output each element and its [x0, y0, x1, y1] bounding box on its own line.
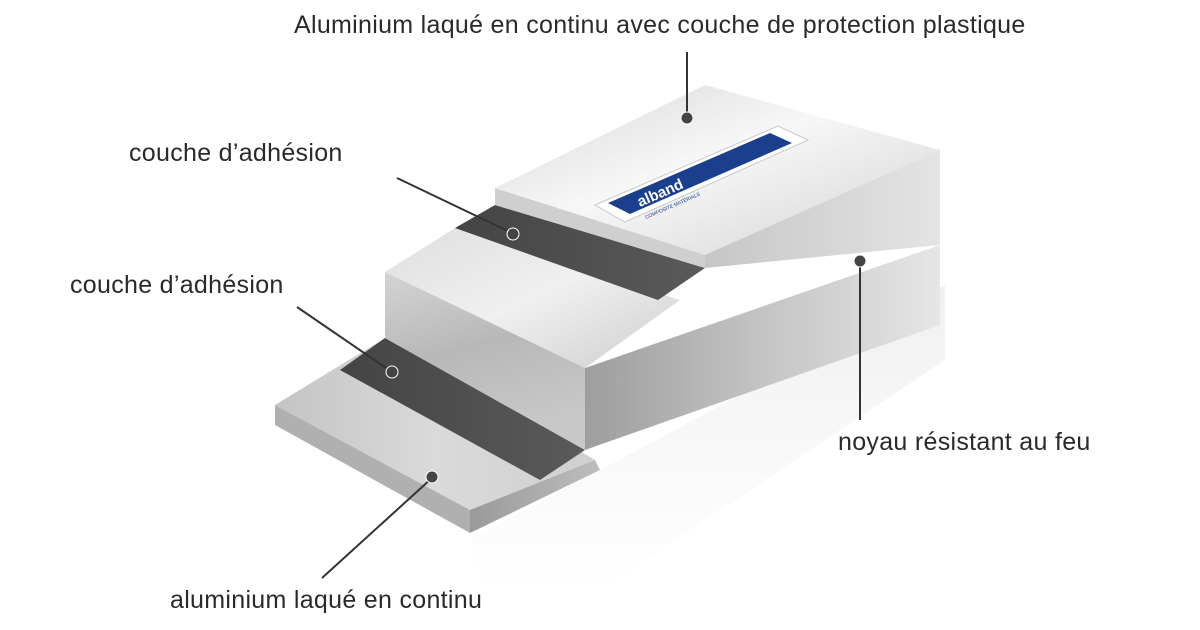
alband-logo: alband COMPOSITE MATERIALS: [593, 125, 810, 223]
leader-line-adhesion-lower: [296, 306, 393, 373]
bottom-aluminium-top-face: [275, 338, 595, 510]
core-top-face: [385, 228, 680, 368]
bottom-aluminium-front-edge: [275, 405, 470, 533]
leader-line-adhesion-upper: [396, 177, 513, 234]
top-aluminium-right-edge: [705, 150, 940, 268]
anchor-dot-bottom: [425, 470, 439, 484]
top-aluminium-front-edge: [495, 188, 705, 268]
leader-line-bottom: [321, 477, 433, 579]
logo-blue-band: [608, 133, 792, 214]
anchor-dot-adhesion-lower: [385, 365, 399, 379]
adhesion-layer-lower: [340, 338, 585, 480]
adhesion-layer-upper: [455, 205, 705, 300]
bottom-aluminium-right-edge: [470, 460, 600, 533]
label-adhesion-lower: couche d’adhésion: [70, 271, 284, 299]
label-fire-resistant-core: noyau résistant au feu: [838, 428, 1091, 456]
label-bottom-aluminium: aluminium laqué en continu: [170, 586, 483, 614]
core-front-face: [385, 272, 585, 450]
core-right-face: [585, 245, 940, 450]
anchor-dot-core: [853, 254, 867, 268]
label-top-aluminium: Aluminium laqué en continu avec couche d…: [294, 11, 1026, 39]
anchor-dot-top: [680, 111, 694, 125]
anchor-dot-adhesion-upper: [506, 227, 520, 241]
label-adhesion-upper: couche d’adhésion: [129, 139, 343, 167]
